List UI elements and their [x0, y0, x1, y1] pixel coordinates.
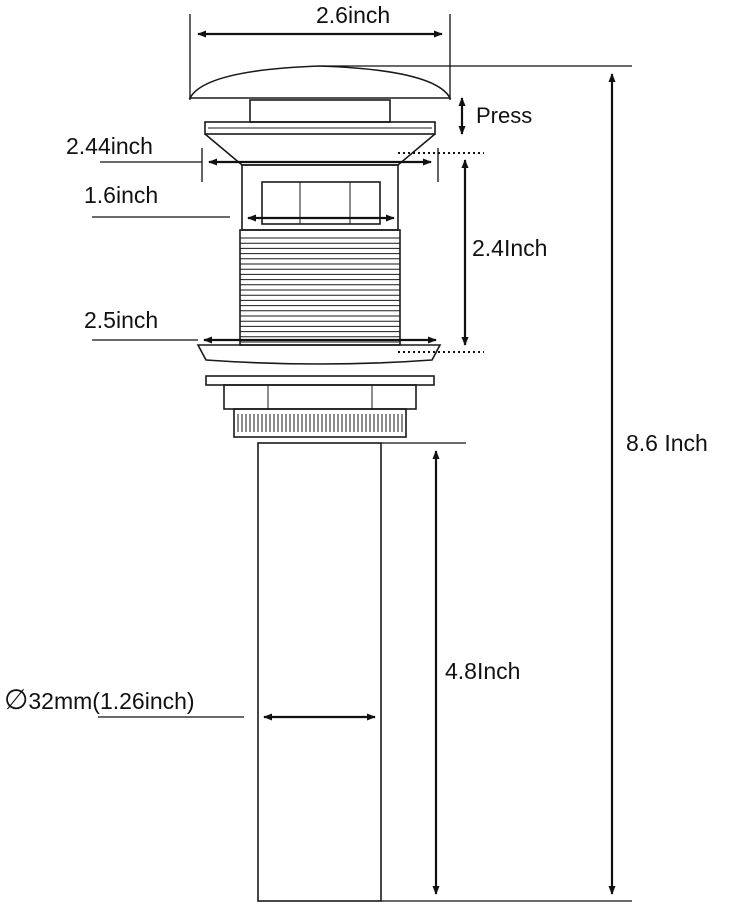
flange-top-width-label: 2.44inch — [66, 133, 153, 159]
flange-bottom-width-label: 2.5inch — [84, 307, 159, 333]
top-flange — [204, 121, 436, 135]
dimension-lines — [92, 14, 632, 902]
lower-flange — [196, 344, 442, 365]
press-label: Press — [476, 103, 533, 128]
cap-width-label: 2.6inch — [316, 2, 391, 28]
drain-outline — [188, 65, 452, 902]
threads — [240, 237, 400, 343]
tail-length-label: 4.8Inch — [445, 658, 521, 684]
total-height-label: 8.6 Inch — [626, 430, 708, 456]
flange-taper — [204, 133, 436, 166]
overflow-slot — [261, 181, 381, 225]
tail-diameter-label: ∅32mm(1.26inch) — [4, 686, 195, 714]
threaded-body — [239, 229, 401, 346]
tail-diameter-text: 32mm(1.26inch) — [28, 688, 195, 714]
knurl-lines — [237, 414, 403, 432]
inner-width-label: 1.6inch — [84, 182, 159, 208]
knurled-ring — [233, 408, 407, 438]
stem — [249, 99, 391, 123]
washer — [205, 375, 435, 386]
upper-body — [241, 164, 399, 231]
tailpiece — [257, 442, 382, 902]
nut — [223, 384, 417, 410]
cap — [188, 65, 452, 99]
diameter-symbol: ∅ — [4, 684, 29, 715]
body-height-label: 2.4Inch — [472, 235, 548, 261]
